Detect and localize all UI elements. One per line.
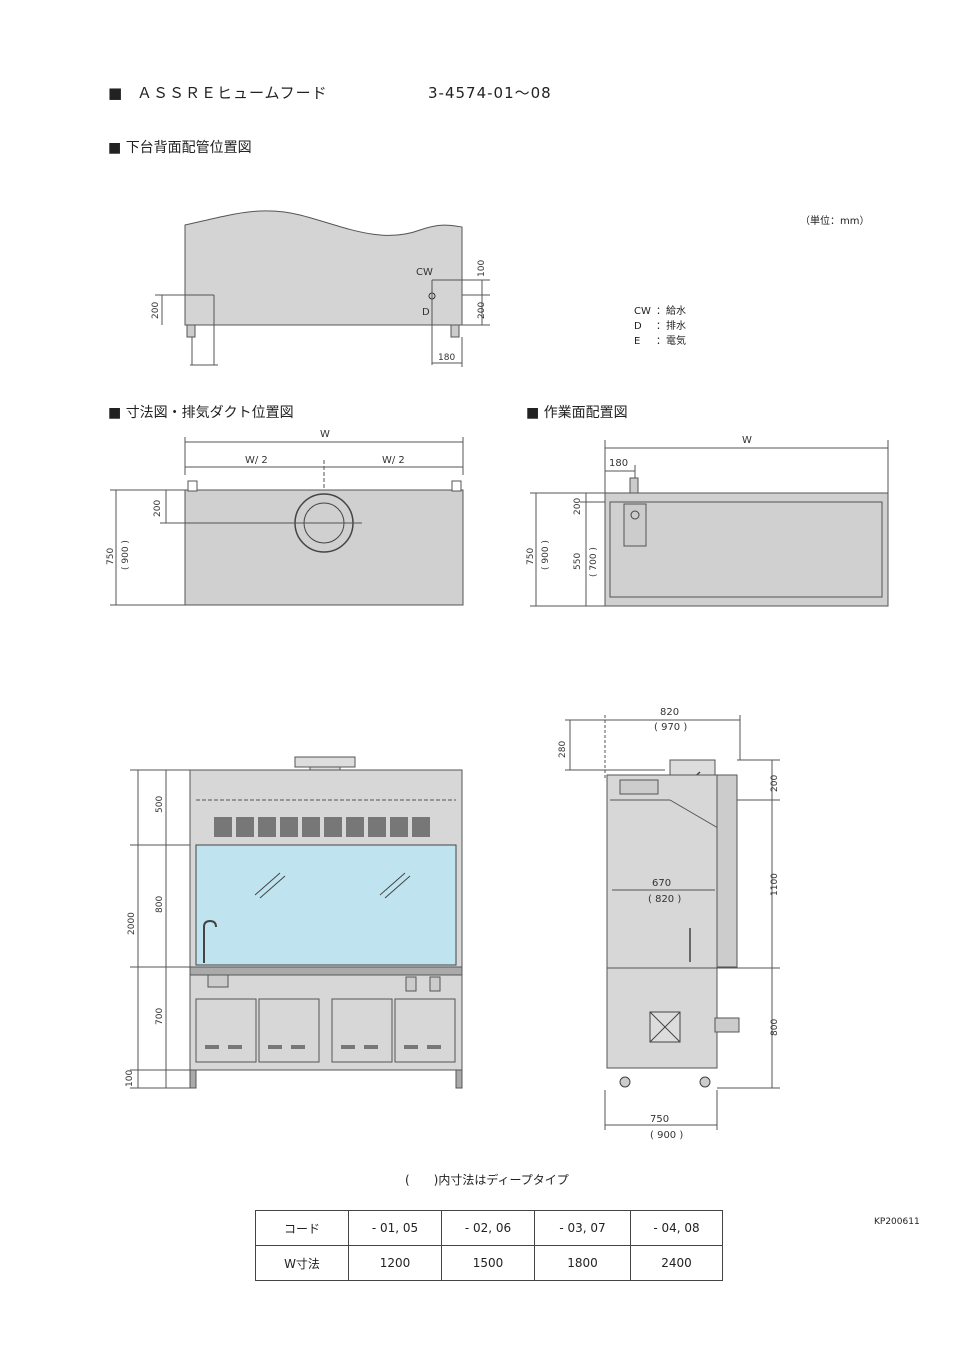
legend-item-cw: CW：給水 (634, 306, 686, 317)
rear-dim-200-left: 200 (151, 302, 161, 319)
table-cell: - 02, 06 (441, 1210, 535, 1246)
side-dim-280: 280 (558, 741, 568, 758)
legend-item-d: D：排水 (634, 321, 686, 332)
top-dim-900: ( 900 ) (121, 540, 131, 570)
table-row: W寸法 1200 1500 1800 2400 (255, 1245, 723, 1281)
legend-item-e: E：電気 (634, 336, 686, 347)
size-table: コード - 01, 05 - 02, 06 - 03, 07 - 04, 08 … (255, 1210, 723, 1281)
side-dim-970: ( 970 ) (654, 722, 687, 733)
work-dim-900: ( 900 ) (541, 540, 551, 570)
section-rear-piping: ■ 下台背面配管位置図 (108, 140, 252, 156)
document-code: KP200611 (874, 1217, 920, 1227)
rear-dim-200-right: 200 (477, 302, 487, 319)
front-dim-100: 100 (125, 1070, 135, 1087)
table-cell: - 01, 05 (348, 1210, 442, 1246)
top-dim-750: 750 (106, 548, 116, 565)
table-cell: 2400 (630, 1245, 723, 1281)
work-dim-750: 750 (526, 548, 536, 565)
section-dimensions-exhaust: ■ 寸法図・排気ダクト位置図 (108, 405, 294, 421)
table-cell: - 03, 07 (534, 1210, 631, 1246)
side-dim-670: 670 (652, 878, 671, 889)
rear-dim-100: 100 (477, 260, 487, 277)
side-dim-800: 800 (770, 1019, 780, 1036)
front-vents (214, 817, 430, 837)
side-dim-200: 200 (770, 775, 780, 792)
front-dim-2000: 2000 (127, 912, 137, 935)
side-dim-900: ( 900 ) (650, 1130, 683, 1141)
work-dim-180: 180 (609, 458, 628, 469)
rear-piping-diagram: CW D 100 200 200 180 (151, 210, 490, 367)
front-dim-800: 800 (155, 896, 165, 913)
table-cell: W寸法 (255, 1245, 349, 1281)
table-row: コード - 01, 05 - 02, 06 - 03, 07 - 04, 08 (255, 1210, 723, 1246)
front-view-diagram: 500 800 700 100 2000 (125, 756, 463, 1089)
work-dim-200: 200 (573, 498, 583, 515)
unit-label: （単位：mm） (800, 216, 870, 227)
deep-type-note: ( )内寸法はディープタイプ (405, 1173, 569, 1187)
product-title: ■ ＡＳＳＲＥヒュームフード (108, 84, 328, 102)
side-dim-1100: 1100 (770, 873, 780, 896)
work-w-label: W (742, 435, 752, 446)
front-dim-700: 700 (155, 1008, 165, 1025)
legend: CW：給水 D：排水 E：電気 (634, 304, 686, 349)
top-dim-200: 200 (153, 500, 163, 517)
section-work-surface: ■ 作業面配置図 (526, 405, 628, 421)
table-cell: 1200 (348, 1245, 442, 1281)
rear-cw-label: CW (416, 267, 433, 278)
top-w2-left: W/ 2 (245, 455, 268, 466)
front-dim-500: 500 (155, 796, 165, 813)
rear-dim-180: 180 (438, 353, 455, 363)
table-cell: - 04, 08 (630, 1210, 723, 1246)
side-dim-820: 820 (660, 707, 679, 718)
work-surface-diagram: W 180 200 750 ( 900 ) 550 ( 700 ) (526, 435, 889, 607)
work-dim-550: 550 (573, 553, 583, 570)
rear-d-label: D (422, 307, 430, 318)
product-code-range: 3-4574-01～08 (428, 84, 552, 102)
top-w2-right: W/ 2 (382, 455, 405, 466)
side-dim-820b: ( 820 ) (648, 894, 681, 905)
side-view-diagram: 820 ( 970 ) 280 670 ( 820 ) 200 1100 800… (558, 707, 780, 1141)
exhaust-duct-diagram: W W/ 2 W/ 2 200 750 ( 900 ) (106, 429, 464, 606)
table-cell: 1800 (534, 1245, 631, 1281)
table-cell: 1500 (441, 1245, 535, 1281)
table-cell: コード (255, 1210, 349, 1246)
side-dim-750: 750 (650, 1114, 669, 1125)
top-w-label: W (320, 429, 330, 440)
work-dim-700: ( 700 ) (589, 547, 599, 577)
